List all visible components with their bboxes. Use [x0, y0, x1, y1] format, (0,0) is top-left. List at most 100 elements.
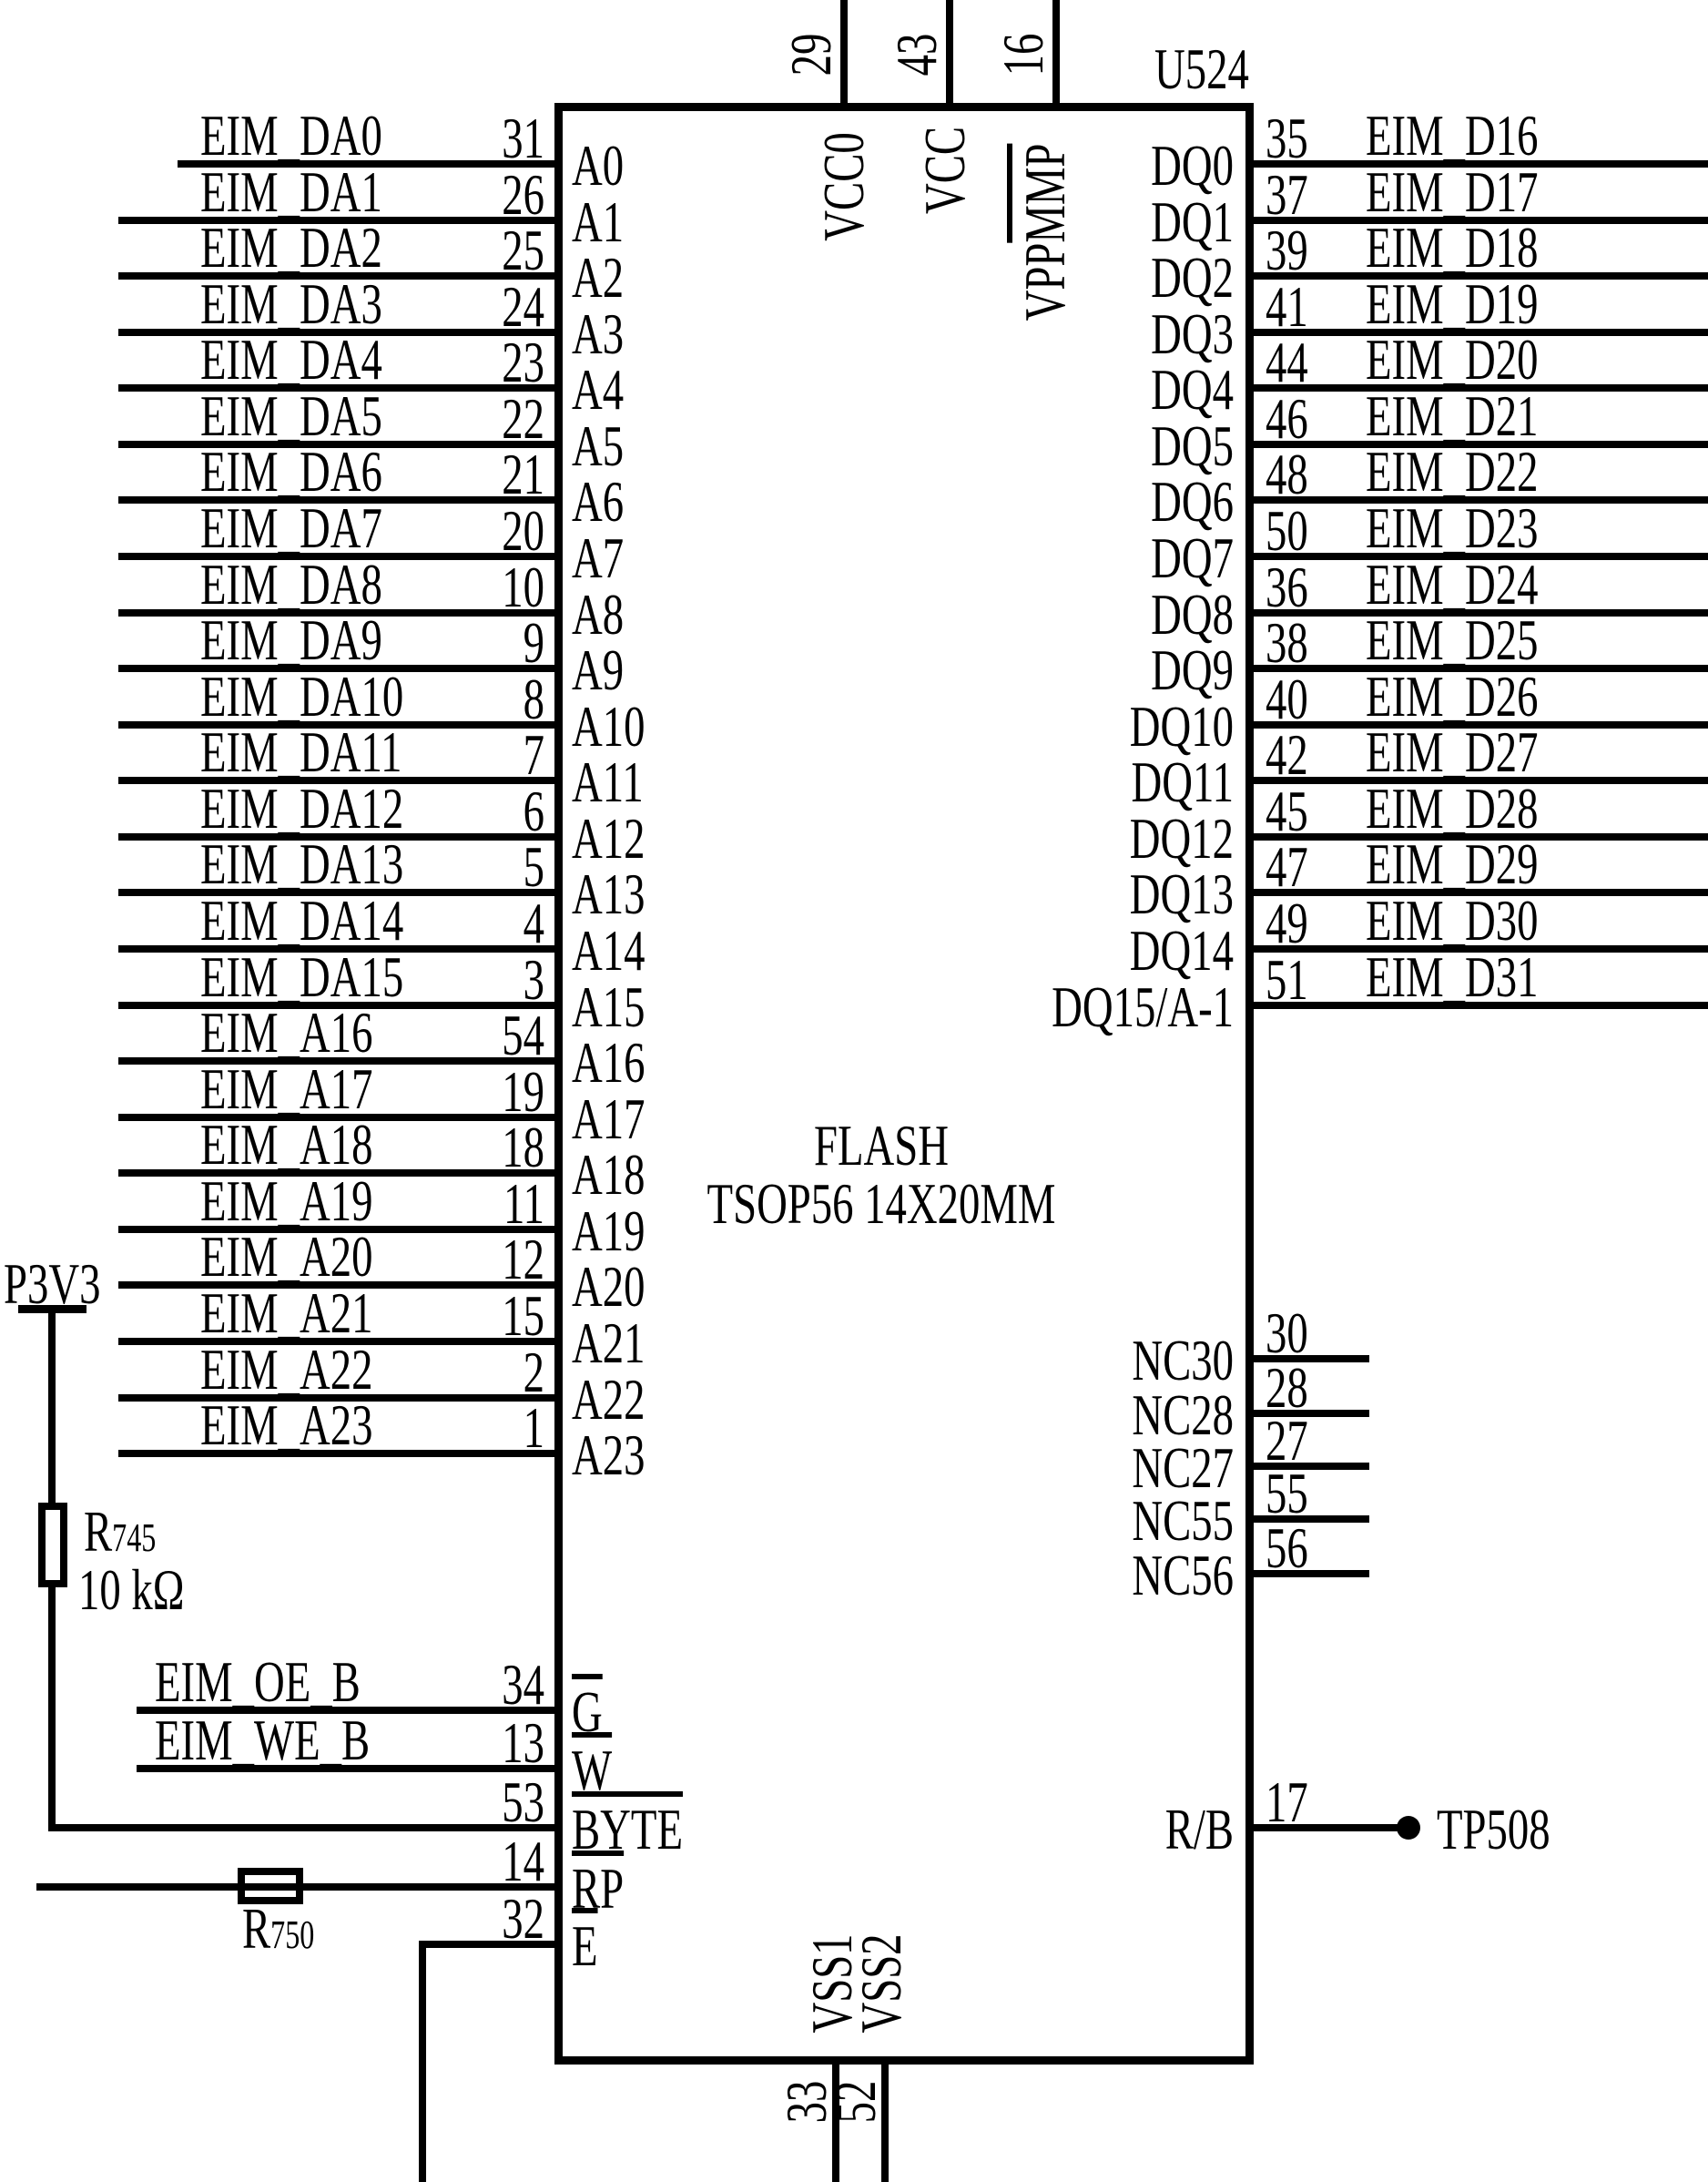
pin-number: 52	[823, 2080, 888, 2124]
signal-label: EIM_DA0	[200, 103, 382, 168]
signal-label: EIM_DA6	[200, 439, 382, 504]
pin-name-label: A13	[572, 862, 646, 926]
pin-wire	[1246, 272, 1708, 280]
pin-name-label: E	[572, 1913, 598, 1978]
signal-label: EIM_DA3	[200, 271, 382, 336]
pin-name-label: VSS2	[849, 1933, 913, 2034]
pin-wire	[52, 1824, 562, 1831]
pin-wire	[1246, 1824, 1398, 1831]
signal-label: EIM_A21	[200, 1280, 373, 1345]
pin-name-label: DQ9	[1151, 637, 1234, 702]
signal-label: EIM_D22	[1366, 439, 1539, 504]
pin-number: 23	[502, 330, 544, 394]
pin-name-label: NC27	[1132, 1435, 1234, 1500]
pin-number: 30	[1266, 1300, 1308, 1365]
resistor-r750-ref: R750	[242, 1896, 315, 1961]
pin-name-label: A17	[572, 1086, 646, 1151]
pin-name-label: A5	[572, 413, 625, 478]
signal-label: EIM_DA14	[200, 888, 404, 953]
pin-wire	[1246, 329, 1708, 336]
signal-label: EIM_DA13	[200, 831, 404, 896]
signal-label: EIM_D17	[1366, 159, 1539, 224]
signal-label: EIM_D25	[1366, 607, 1539, 672]
pin-wire	[1246, 609, 1708, 617]
pullup-wire-lower	[48, 1586, 56, 1831]
pin-name-label: DQ8	[1151, 582, 1234, 647]
pin-number: 8	[523, 667, 544, 731]
pin-wire	[1246, 1355, 1369, 1362]
part-type-label: FLASH	[814, 1113, 949, 1178]
pin-name-label: DQ14	[1129, 918, 1234, 983]
pin-number: 3	[523, 947, 544, 1012]
pin-number: 51	[1266, 947, 1308, 1012]
signal-label: EIM_A17	[200, 1056, 373, 1121]
pin-name-label: A4	[572, 357, 625, 422]
signal-label: EIM_D23	[1366, 495, 1539, 560]
pin-name-label: BYTE	[572, 1797, 683, 1861]
pin-number: 44	[1266, 330, 1308, 394]
pin-name-label: A20	[572, 1254, 646, 1319]
signal-label: EIM_A23	[200, 1392, 373, 1457]
signal-label: EIM_D16	[1366, 103, 1539, 168]
signal-label: EIM_DA5	[200, 383, 382, 448]
resistor-r745-body	[38, 1503, 67, 1587]
signal-label: EIM_D28	[1366, 776, 1539, 841]
pin-number: 48	[1266, 442, 1308, 506]
pin-wire	[881, 2057, 889, 2182]
pin-number: 25	[502, 218, 544, 282]
pin-name-label: DQ10	[1129, 694, 1234, 759]
testpoint-dot	[1397, 1816, 1420, 1840]
pin-wire	[118, 1057, 562, 1065]
pin-wire	[832, 2057, 839, 2182]
signal-label: EIM_WE_B	[155, 1708, 371, 1772]
pin-name-label: W	[572, 1738, 613, 1802]
pin-wire	[1246, 777, 1708, 784]
pin-number: 40	[1266, 667, 1308, 731]
pin-name-label: A9	[572, 637, 625, 702]
pin-name-label: A2	[572, 245, 625, 310]
pin-wire	[118, 1002, 562, 1009]
pin-name-label: DQ4	[1151, 357, 1234, 422]
pin-wire	[118, 1394, 562, 1402]
pin-number: 20	[502, 498, 544, 563]
pin-wire	[118, 665, 562, 672]
pin-wire	[118, 496, 562, 504]
pin-number: 37	[1266, 162, 1308, 227]
pin-name-label: DQ15/A-1	[1052, 974, 1234, 1039]
pin-name-label: A21	[572, 1310, 646, 1375]
pin-wire	[118, 945, 562, 953]
pin-wire	[137, 1707, 562, 1714]
pin-name-label: DQ7	[1151, 525, 1234, 590]
pin-wire	[118, 553, 562, 560]
pin-name-label: A11	[572, 749, 644, 814]
pin-number: 12	[502, 1227, 544, 1291]
pin-name-label: A1	[572, 189, 625, 254]
pin-wire	[118, 384, 562, 392]
signal-label: EIM_D20	[1366, 327, 1539, 392]
pin-name-label: A7	[572, 525, 625, 590]
pin-number: 42	[1266, 722, 1308, 787]
signal-label: EIM_DA8	[200, 552, 382, 617]
pin-name-label: RP	[572, 1856, 625, 1921]
pin-wire	[118, 721, 562, 729]
signal-label: EIM_DA11	[200, 719, 402, 784]
pin-wire	[118, 609, 562, 617]
pin-name-label: DQ1	[1151, 189, 1234, 254]
pin-name-label: NC28	[1132, 1382, 1234, 1447]
signal-label: EIM_DA4	[200, 327, 382, 392]
signal-label: EIM_A20	[200, 1224, 373, 1289]
pin-wire	[118, 777, 562, 784]
signal-label: EIM_DA12	[200, 776, 404, 841]
pin-wire	[118, 889, 562, 896]
pin-wire	[137, 1765, 562, 1772]
pin-number: 34	[502, 1652, 544, 1717]
pin-wire	[1246, 889, 1708, 896]
pin-wire	[1052, 0, 1060, 110]
pin-number: 41	[1266, 274, 1308, 339]
pin-number: 4	[523, 891, 544, 955]
pin-wire	[118, 329, 562, 336]
signal-label: EIM_D26	[1366, 664, 1539, 729]
pin-number: 49	[1266, 891, 1308, 955]
chip-body	[554, 103, 1254, 2065]
